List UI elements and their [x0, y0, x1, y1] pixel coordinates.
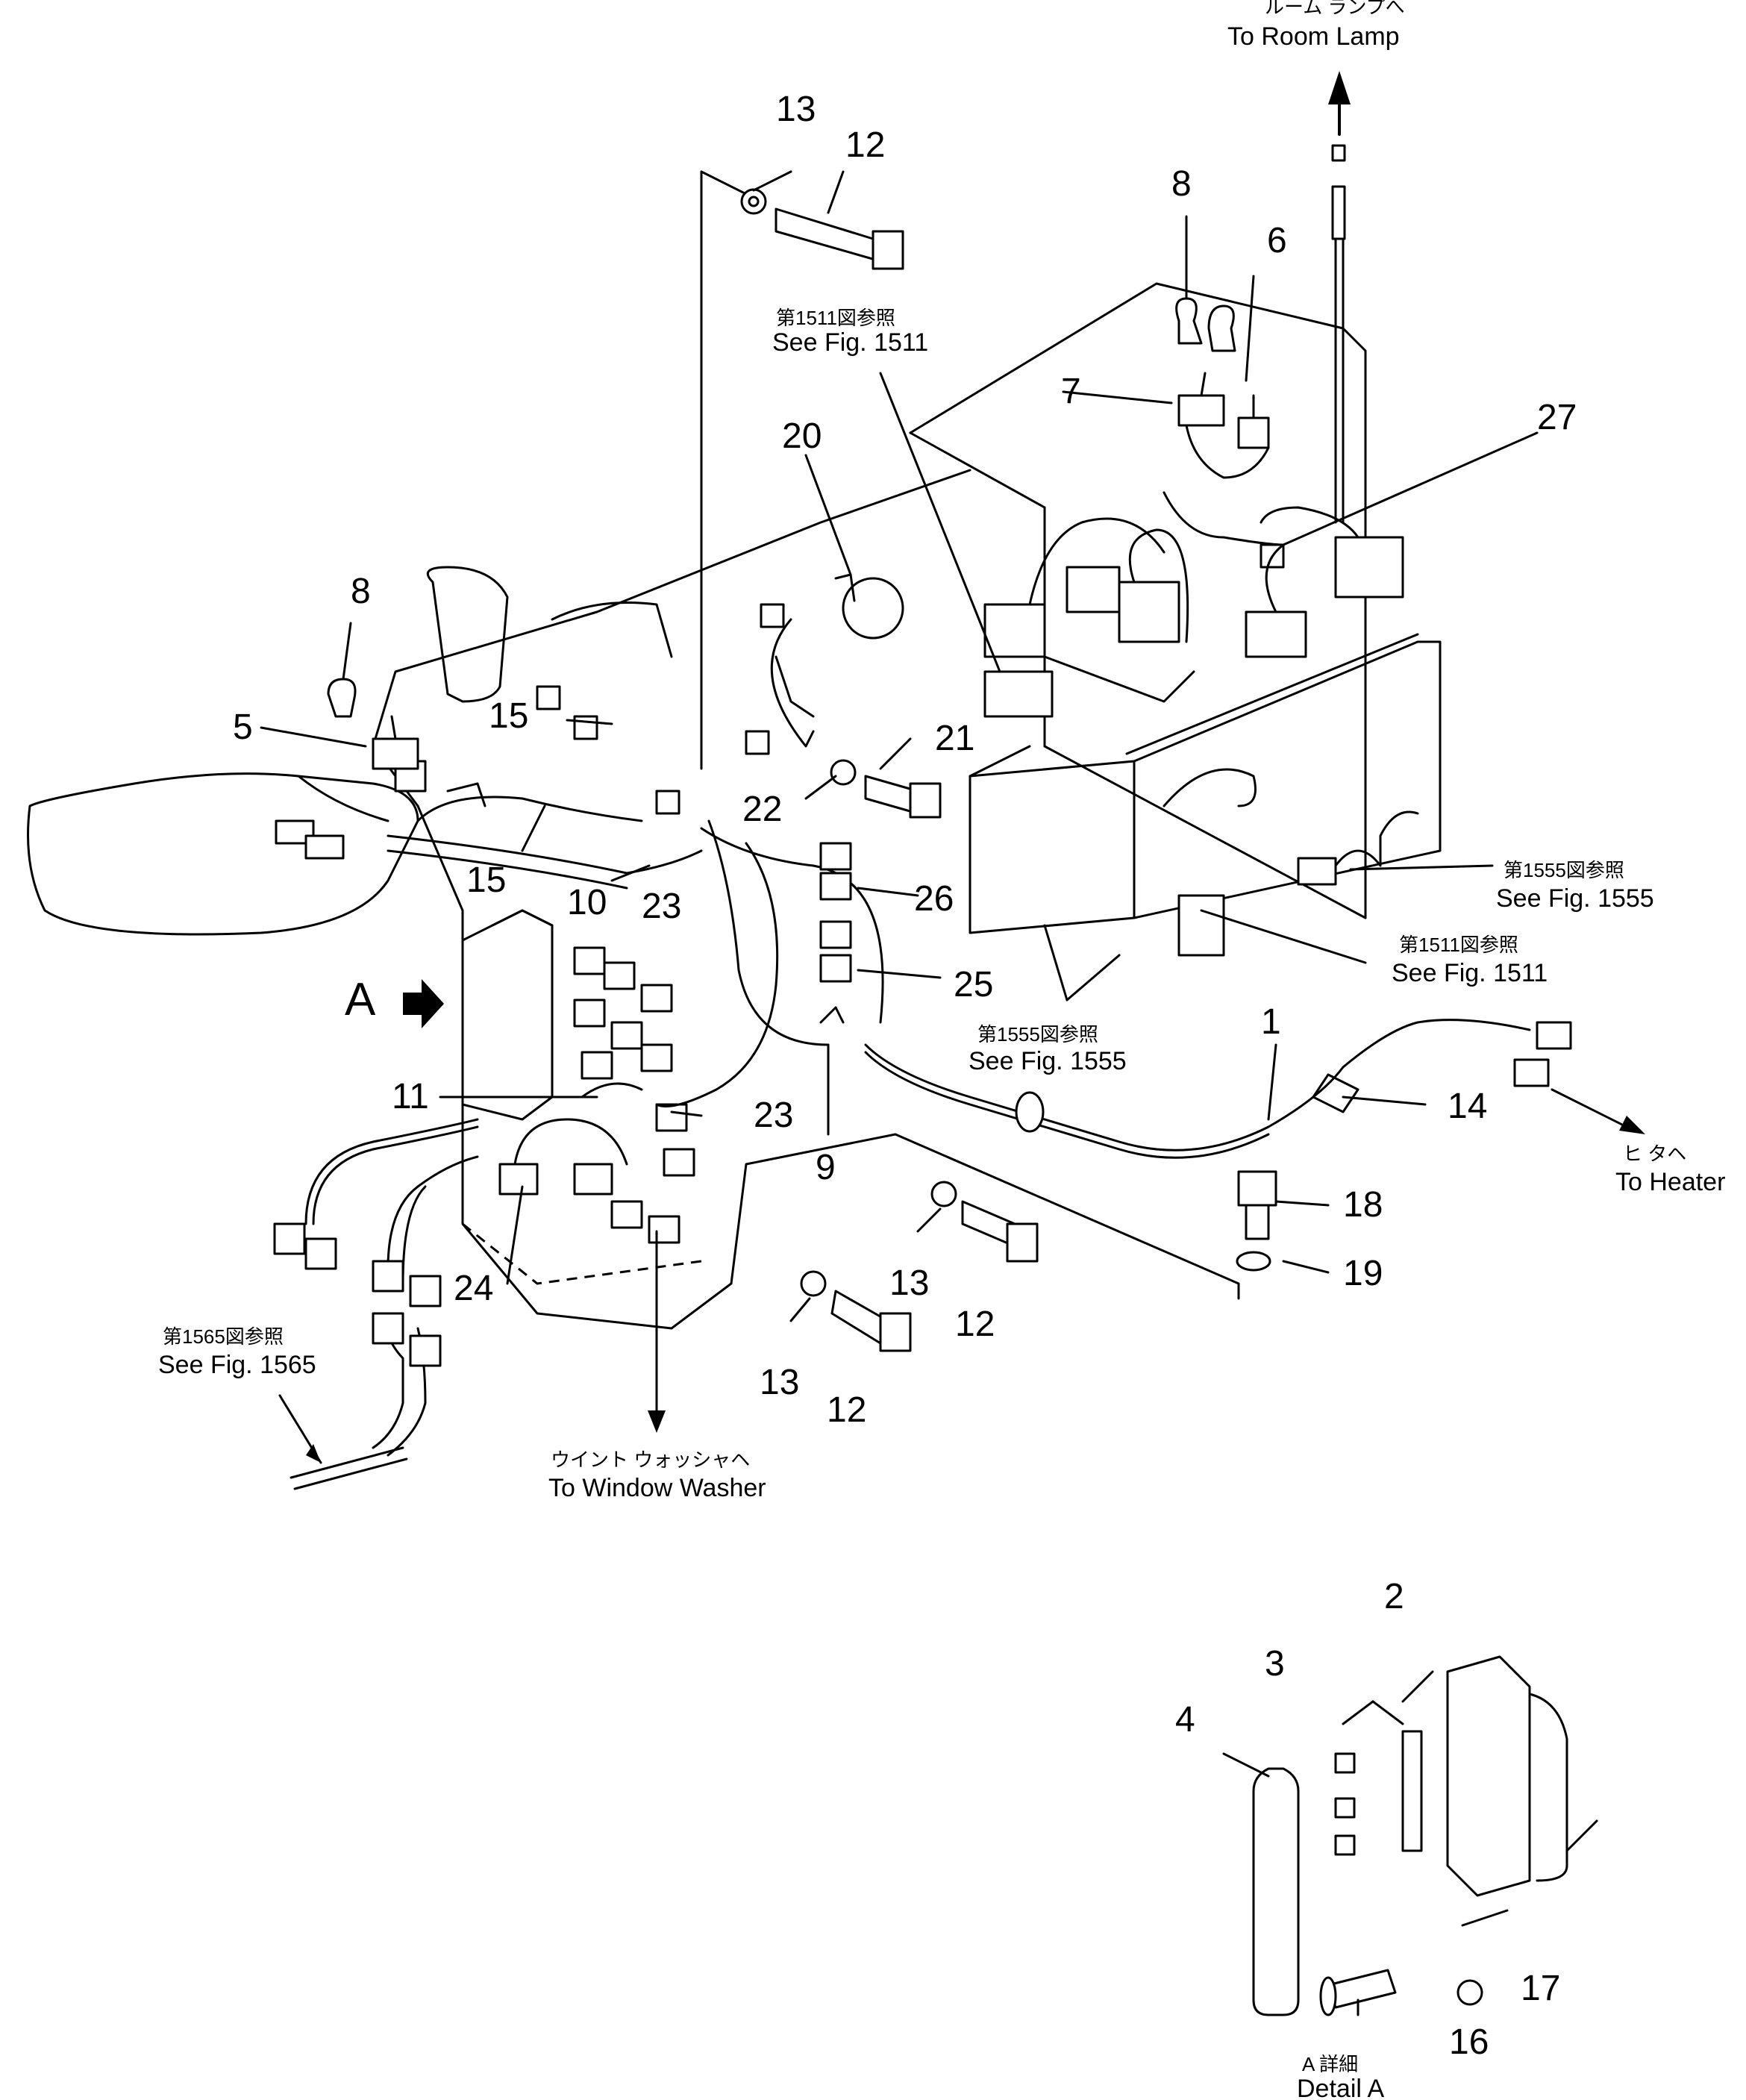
fig1565-jp: 第1565図参照: [163, 1325, 284, 1348]
part-number-23-top: 23: [642, 887, 681, 926]
part-number-9: 9: [816, 1148, 836, 1187]
toggle-switch-group: [1175, 297, 1270, 479]
part-number-22: 22: [742, 790, 782, 829]
part-number-1: 1: [1261, 1002, 1281, 1042]
part-number-18: 18: [1343, 1185, 1383, 1225]
fig1555-a-en: See Fig. 1555: [1496, 884, 1654, 913]
fuse-box-assembly: [461, 909, 695, 1244]
fig1555-a-jp: 第1555図参照: [1504, 859, 1624, 881]
detail-a-drawing: [1252, 1655, 1598, 2016]
main-harness: [275, 685, 884, 1107]
detail-a-jp: A 詳細: [1302, 2053, 1358, 2075]
part-number-16: 16: [1449, 2022, 1489, 2062]
fig1511-a-en: See Fig. 1511: [772, 328, 928, 357]
fig1555-b-jp: 第1555図参照: [977, 1023, 1098, 1046]
part-number-23-bottom: 23: [754, 1096, 793, 1135]
part-number-27: 27: [1537, 398, 1577, 437]
part-number-labels: 1 2 3 4 5 6 7 8 8 9 10 11 12 12 12 13 13…: [233, 90, 1577, 2062]
part-number-12-bottom: 12: [827, 1390, 866, 1430]
part-number-17: 17: [1521, 1969, 1560, 2008]
leader-lines: [260, 170, 1539, 2016]
part-number-20: 20: [782, 416, 822, 456]
window-washer-jp: ウイント ウォッシャヘ: [551, 1449, 750, 1471]
fig1511-a-jp: 第1511図参照: [776, 307, 895, 329]
callout-labels: ルーム ランプへ To Room Lamp 第1511図参照 See Fig. …: [158, 0, 1725, 2100]
bolts-washers: [740, 188, 1277, 1352]
lower-left-harness: [273, 1118, 479, 1490]
part-number-13-top: 13: [776, 90, 816, 129]
control-lever: [426, 566, 673, 703]
part-number-3: 3: [1265, 1644, 1285, 1684]
part-number-6: 6: [1267, 221, 1287, 260]
part-number-26: 26: [914, 879, 954, 919]
part-number-4: 4: [1175, 1700, 1195, 1740]
heater-en: To Heater: [1615, 1168, 1725, 1196]
left-switch-group: [327, 678, 419, 770]
part-number-7: 7: [1061, 372, 1081, 411]
window-washer-lead: [648, 1230, 666, 1433]
part-number-12-top: 12: [845, 125, 885, 165]
window-washer-en: To Window Washer: [548, 1474, 766, 1502]
part-number-11: 11: [392, 1077, 429, 1116]
part-number-13-right: 13: [889, 1263, 929, 1303]
room-lamp-jp: ルーム ランプへ: [1265, 0, 1405, 18]
view-a-label: A: [345, 974, 376, 1025]
heater-jp: ヒ タヘ: [1623, 1143, 1686, 1165]
control-units: [969, 633, 1442, 957]
part-number-8-left: 8: [351, 572, 371, 611]
detail-a-en: Detail A: [1297, 2075, 1384, 2100]
seat-armrest: [27, 772, 419, 936]
part-number-15-top: 15: [489, 696, 528, 736]
fig1511-b-en: See Fig. 1511: [1392, 959, 1548, 987]
fig1555-b-en: See Fig. 1555: [969, 1047, 1127, 1075]
view-a-indicator: A: [345, 974, 444, 1028]
part-number-5: 5: [233, 707, 253, 747]
part-number-13-bottom: 13: [760, 1363, 799, 1402]
part-number-21: 21: [935, 719, 974, 758]
fig1565-en: See Fig. 1565: [158, 1351, 316, 1379]
part-number-8: 8: [1171, 164, 1192, 204]
room-lamp-en: To Room Lamp: [1227, 22, 1400, 51]
gauge-unit: [745, 573, 904, 755]
part-number-19: 19: [1343, 1254, 1383, 1293]
part-number-24: 24: [454, 1269, 493, 1308]
room-lamp-wire: [1328, 71, 1351, 524]
part-number-15-bottom: 15: [466, 860, 506, 900]
part-number-25: 25: [954, 965, 993, 1004]
part-number-14: 14: [1448, 1087, 1487, 1126]
heater-harness: [864, 1019, 1645, 1159]
part-number-12-right: 12: [955, 1304, 995, 1344]
part-number-2: 2: [1384, 1577, 1404, 1616]
fig1511-b-jp: 第1511図参照: [1399, 934, 1518, 956]
dashboard-connectors: [983, 491, 1404, 718]
part-number-10: 10: [567, 883, 607, 922]
